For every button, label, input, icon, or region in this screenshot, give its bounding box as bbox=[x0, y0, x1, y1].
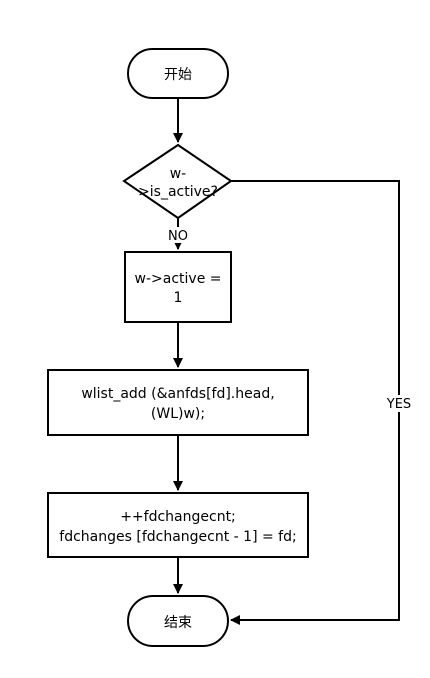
yes-label-bg bbox=[384, 395, 414, 412]
step2-box: wlist_add (&anfds[fd].head, (WL)w); bbox=[47, 369, 309, 436]
step1-line1: w->active = bbox=[135, 271, 222, 287]
decision-label-line2: >is_active? bbox=[138, 184, 218, 200]
yes-label: YES bbox=[386, 397, 411, 412]
step3-box: ++fdchangecnt; fdchanges [fdchangecnt - … bbox=[47, 492, 309, 558]
step1-box: w->active = 1 bbox=[124, 251, 232, 323]
decision-node: w- >is_active? bbox=[122, 143, 233, 220]
decision-label-line1: w- bbox=[170, 166, 187, 182]
end-node: 结束 bbox=[127, 595, 229, 647]
end-label: 结束 bbox=[164, 615, 192, 631]
start-node: 开始 bbox=[127, 48, 229, 99]
step1-line2: 1 bbox=[174, 290, 183, 306]
step3-line1: ++fdchangecnt; bbox=[120, 509, 236, 525]
step2-line2: (WL)w); bbox=[151, 406, 205, 422]
no-label: NO bbox=[168, 229, 188, 244]
no-label-bg bbox=[163, 227, 193, 243]
step2-line1: wlist_add (&anfds[fd].head, bbox=[81, 386, 274, 402]
start-label: 开始 bbox=[164, 67, 192, 83]
step3-line2: fdchanges [fdchangecnt - 1] = fd; bbox=[59, 529, 296, 545]
